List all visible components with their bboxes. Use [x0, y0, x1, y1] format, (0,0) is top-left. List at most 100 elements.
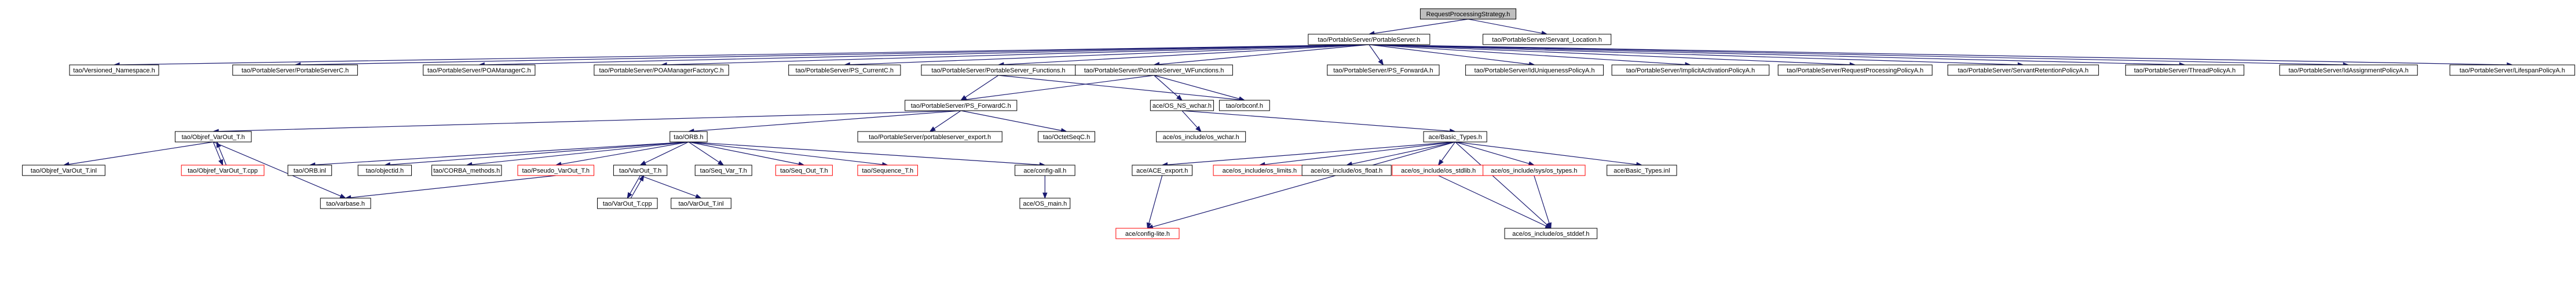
- node-box: [594, 64, 729, 76]
- node-thread[interactable]: tao/PortableServer/ThreadPolicyA.h: [2125, 64, 2245, 76]
- node-acens[interactable]: ace/OS_NS_wchar.h: [1150, 100, 1214, 111]
- node-psfun[interactable]: tao/PortableServer/PortableServer_Functi…: [921, 64, 1076, 76]
- node-varbase[interactable]: tao/varbase.h: [320, 198, 371, 209]
- node-box: [1423, 131, 1487, 143]
- node-label: ace/OS_NS_wchar.h: [1152, 103, 1212, 110]
- node-label: tao/Versioned_Namespace.h: [73, 67, 155, 74]
- node-ostypes[interactable]: ace/os_include/sys/os_types.h: [1483, 165, 1586, 176]
- node-seqvar[interactable]: tao/Seq_Var_T.h: [694, 165, 752, 176]
- node-box: [2279, 64, 2418, 76]
- node-varoutcpp[interactable]: tao/VarOut_T.cpp: [597, 198, 658, 209]
- node-label: tao/Objref_VarOut_T.h: [182, 134, 245, 141]
- node-reqproc[interactable]: tao/PortableServer/RequestProcessingPoli…: [1777, 64, 1933, 76]
- node-label: ace/Basic_Types.h: [1429, 134, 1482, 141]
- arrowhead-icon: [1042, 192, 1048, 199]
- node-oswchar[interactable]: ace/os_include/os_wchar.h: [1156, 131, 1246, 143]
- node-box: [1015, 165, 1075, 176]
- node-basic[interactable]: ace/Basic_Types.h: [1423, 131, 1487, 143]
- node-box: [174, 131, 252, 143]
- node-config[interactable]: ace/config-lite.h: [1115, 228, 1180, 239]
- node-idassign[interactable]: tao/PortableServer/IdAssignmentPolicyA.h: [2279, 64, 2418, 76]
- node-servret[interactable]: tao/PortableServer/ServantRetentionPolic…: [1947, 64, 2099, 76]
- node-orbconf[interactable]: tao/orbconf.h: [1219, 100, 1270, 111]
- node-box: [181, 165, 265, 176]
- node-orb[interactable]: tao/ORB.h: [669, 131, 708, 143]
- node-basicinl[interactable]: ace/Basic_Types.inl: [1607, 165, 1677, 176]
- node-osstddef[interactable]: ace/os_include/os_stddef.h: [1504, 228, 1598, 239]
- edges-layer: [63, 19, 2513, 229]
- node-label: tao/PortableServer/POAManagerC.h: [427, 67, 531, 74]
- node-corbam[interactable]: tao/CORBA_methods.h: [431, 165, 502, 176]
- node-box: [1947, 64, 2099, 76]
- node-rps[interactable]: RequestProcessingStrategy.h: [1419, 8, 1517, 20]
- node-configall[interactable]: ace/config-all.h: [1015, 165, 1075, 176]
- node-psexport[interactable]: tao/PortableServer/portableserver_export…: [857, 131, 1002, 143]
- include-edge-orb-to-corbam: [471, 141, 689, 165]
- node-osmain[interactable]: ace/OS_main.h: [1019, 198, 1071, 209]
- include-edge-rps-to-sloc: [1468, 19, 1542, 34]
- include-edge-rps-to-ps: [1374, 19, 1469, 34]
- node-vns[interactable]: tao/Versioned_Namespace.h: [69, 64, 159, 76]
- node-pseudo[interactable]: tao/Pseudo_VarOut_T.h: [517, 165, 595, 176]
- node-label: ace/OS_main.h: [1023, 200, 1067, 207]
- node-octet[interactable]: tao/OctetSeqC.h: [1038, 131, 1096, 143]
- include-edge-acexp-to-config: [1148, 175, 1163, 224]
- node-implact[interactable]: tao/PortableServer/ImplicitActivationPol…: [1611, 64, 1770, 76]
- node-label: tao/PortableServer/PortableServer.h: [1318, 37, 1421, 43]
- include-edge-ps-to-lifespan: [1368, 44, 2508, 65]
- include-edge-ps-to-poam: [484, 44, 1369, 65]
- include-edge-objvarcpp-to-objvar: [218, 147, 227, 166]
- arrowhead-icon: [695, 194, 702, 199]
- node-label: ace/os_include/os_stddef.h: [1512, 231, 1589, 238]
- node-lifespan[interactable]: tao/PortableServer/LifespanPolicyA.h: [2449, 64, 2575, 76]
- node-box: [1419, 8, 1517, 20]
- node-label: tao/PortableServer/PortableServer_WFunct…: [1084, 67, 1224, 74]
- node-box: [287, 165, 332, 176]
- node-objvar[interactable]: tao/Objref_VarOut_T.h: [174, 131, 252, 143]
- node-label: ace/ACE_export.h: [1136, 167, 1188, 174]
- include-edge-psfwdC-to-orb: [693, 110, 961, 132]
- node-oslimits[interactable]: ace/os_include/os_limits.h: [1213, 165, 1307, 176]
- node-pswfun[interactable]: tao/PortableServer/PortableServer_WFunct…: [1075, 64, 1233, 76]
- node-psc[interactable]: tao/PortableServer/PortableServerC.h: [232, 64, 358, 76]
- include-edge-acens-to-basic: [1181, 110, 1450, 132]
- node-pscur[interactable]: tao/PortableServer/PS_CurrentC.h: [788, 64, 901, 76]
- node-box: [857, 165, 919, 176]
- arrowhead-icon: [717, 160, 724, 166]
- node-objid[interactable]: tao/objectid.h: [357, 165, 412, 176]
- node-box: [320, 198, 371, 209]
- node-psfwdA[interactable]: tao/PortableServer/PS_ForwardA.h: [1327, 64, 1440, 76]
- node-box: [1219, 100, 1270, 111]
- include-edge-varout-to-varoutcpp: [630, 175, 641, 194]
- include-edge-pswfun-to-psfwdC: [966, 75, 1154, 100]
- node-ps[interactable]: tao/PortableServer/PortableServer.h: [1308, 34, 1430, 45]
- node-poamf[interactable]: tao/PortableServer/POAManagerFactoryC.h: [594, 64, 729, 76]
- include-edge-objvar-to-objvarcpp: [213, 141, 221, 160]
- node-varoutinl[interactable]: tao/VarOut_T.inl: [671, 198, 731, 209]
- node-osfloat[interactable]: ace/os_include/os_float.h: [1301, 165, 1392, 176]
- include-edge-varout-to-varoutinl: [640, 175, 697, 197]
- node-box: [1308, 34, 1430, 45]
- node-label: tao/VarOut_T.inl: [678, 200, 723, 207]
- node-varout[interactable]: tao/VarOut_T.h: [613, 165, 668, 176]
- node-sequence[interactable]: tao/Sequence_T.h: [857, 165, 919, 176]
- node-osstdlib[interactable]: ace/os_include/os_stdlib.h: [1392, 165, 1485, 176]
- include-edge-osstdlib-to-osstddef: [1438, 175, 1547, 227]
- node-poam[interactable]: tao/PortableServer/POAManagerC.h: [423, 64, 536, 76]
- node-seqout[interactable]: tao/Seq_Out_T.h: [775, 165, 833, 176]
- include-edge-orb-to-configall: [688, 141, 1040, 166]
- node-acexp[interactable]: ace/ACE_export.h: [1132, 165, 1193, 176]
- node-psfwdC[interactable]: tao/PortableServer/PS_ForwardC.h: [905, 100, 1018, 111]
- node-sloc[interactable]: tao/PortableServer/Servant_Location.h: [1483, 34, 1612, 45]
- node-box: [2125, 64, 2245, 76]
- include-edge-ps-to-poamf: [667, 44, 1369, 65]
- node-orbinl[interactable]: tao/ORB.inl: [287, 165, 332, 176]
- include-edge-ps-to-psc: [300, 44, 1369, 65]
- node-label: tao/PortableServer/RequestProcessingPoli…: [1787, 67, 1923, 74]
- node-box: [69, 64, 159, 76]
- node-iduniq[interactable]: tao/PortableServer/IdUniquenessPolicyA.h: [1465, 64, 1604, 76]
- include-edge-acens-to-oswchar: [1181, 110, 1198, 128]
- node-objvarcpp[interactable]: tao/Objref_VarOut_T.cpp: [181, 165, 265, 176]
- node-objvarinl[interactable]: tao/Objref_VarOut_T.inl: [22, 165, 105, 176]
- node-label: tao/objectid.h: [366, 167, 404, 174]
